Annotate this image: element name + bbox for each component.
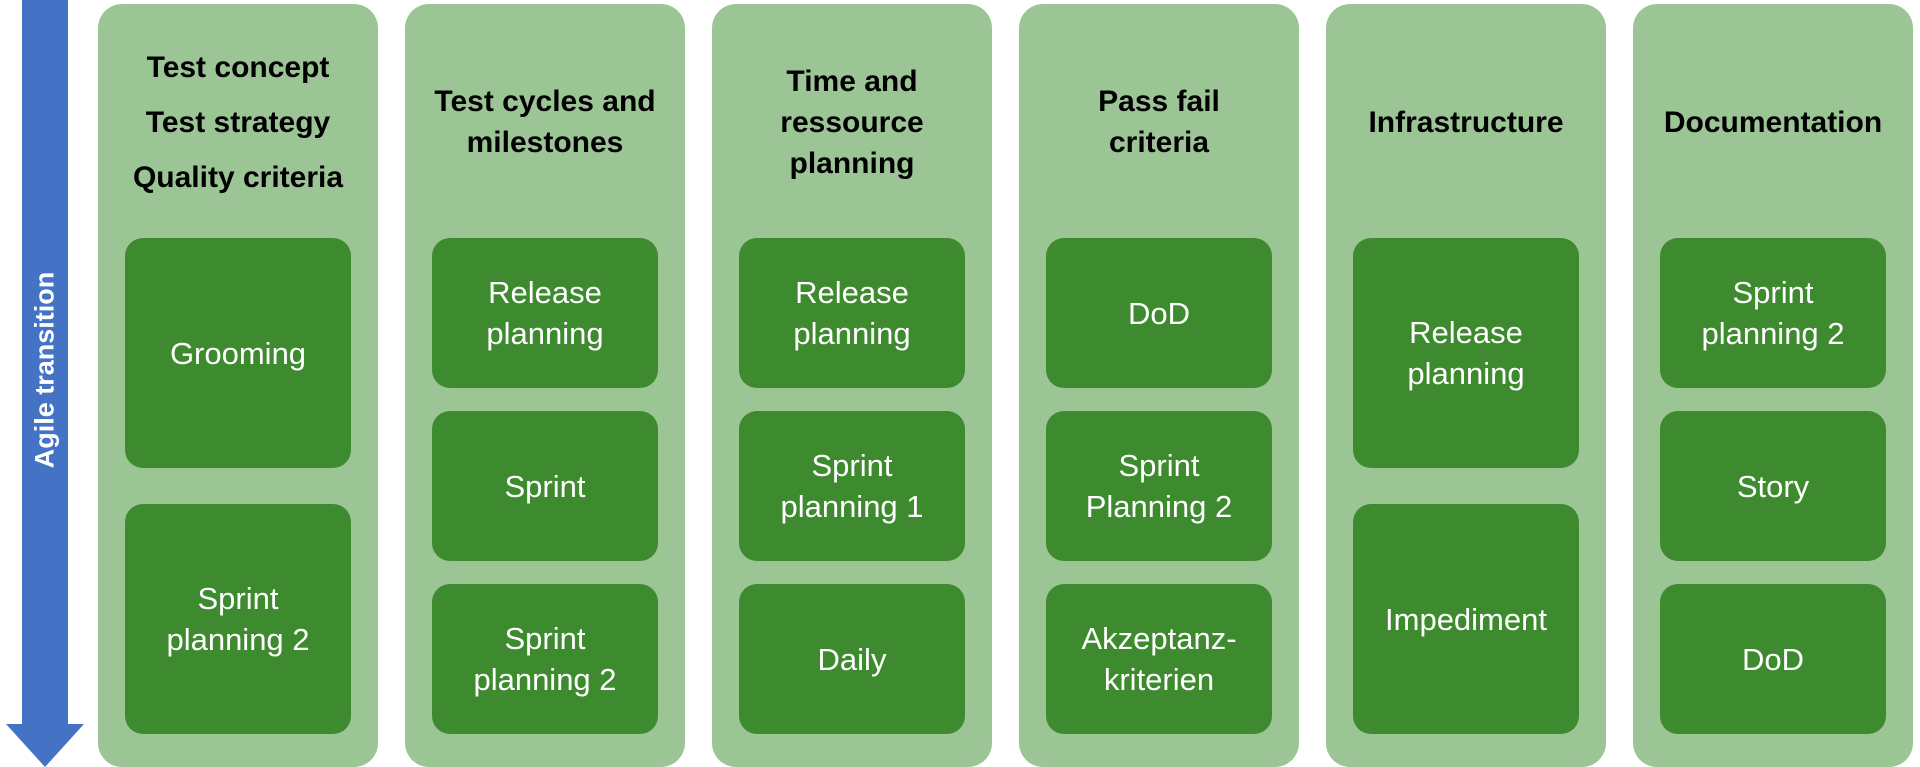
step-box: Impediment — [1353, 504, 1579, 734]
column-boxes: Release planning Sprint planning 1 Daily — [739, 232, 965, 734]
step-box: Daily — [739, 584, 965, 734]
column-title-line: Test cycles and — [434, 85, 656, 118]
column-pass-fail: Pass fail criteria DoD Sprint Planning 2… — [1019, 4, 1299, 767]
column-title: Documentation — [1633, 22, 1913, 222]
column-title: Infrastructure — [1326, 22, 1606, 222]
diagram-columns: Test concept Test strategy Quality crite… — [98, 4, 1913, 767]
step-box: Sprint — [432, 411, 658, 561]
step-box: Akzeptanz-kriterien — [1046, 584, 1272, 734]
step-box: Release planning — [739, 238, 965, 388]
column-boxes: Release planning Impediment — [1353, 232, 1579, 734]
column-title-line: Infrastructure — [1368, 105, 1564, 139]
column-boxes: Sprint planning 2 Story DoD — [1660, 232, 1886, 734]
column-boxes: DoD Sprint Planning 2 Akzeptanz-kriterie… — [1046, 232, 1272, 734]
arrow-label: Agile transition — [29, 271, 60, 469]
column-title-line: planning — [789, 146, 915, 180]
column-test-concept: Test concept Test strategy Quality crite… — [98, 4, 378, 767]
step-box: Release planning — [1353, 238, 1579, 468]
step-box: Grooming — [125, 238, 351, 468]
step-box: Sprint planning 2 — [1660, 238, 1886, 388]
step-box: Sprint planning 2 — [432, 584, 658, 734]
column-title-line: Time and — [786, 64, 918, 98]
column-title-line: Pass fail — [1098, 85, 1220, 118]
column-title: Test concept Test strategy Quality crite… — [98, 22, 378, 222]
column-title: Time and ressource planning — [712, 22, 992, 222]
column-test-cycles: Test cycles and milestones Release plann… — [405, 4, 685, 767]
column-time-resource: Time and ressource planning Release plan… — [712, 4, 992, 767]
step-box: Story — [1660, 411, 1886, 561]
column-title-line: Test strategy — [145, 105, 331, 139]
agile-transition-arrow: Agile transition — [0, 0, 90, 767]
column-boxes: Release planning Sprint Sprint planning … — [432, 232, 658, 734]
column-title: Test cycles and milestones — [405, 22, 685, 222]
column-infrastructure: Infrastructure Release planning Impedime… — [1326, 4, 1606, 767]
column-title-line: Quality criteria — [132, 160, 344, 194]
column-title: Pass fail criteria — [1019, 22, 1299, 222]
down-arrow-icon — [6, 0, 84, 767]
column-documentation: Documentation Sprint planning 2 Story Do… — [1633, 4, 1913, 767]
step-box: DoD — [1046, 238, 1272, 388]
column-title-line: Documentation — [1663, 105, 1883, 139]
column-title-line: milestones — [466, 126, 624, 159]
step-box: Sprint planning 2 — [125, 504, 351, 734]
column-title-line: Test concept — [146, 50, 330, 84]
step-box: Sprint Planning 2 — [1046, 411, 1272, 561]
column-title-line: criteria — [1108, 126, 1210, 159]
column-title-line: ressource — [780, 105, 924, 139]
column-boxes: Grooming Sprint planning 2 — [125, 232, 351, 734]
step-box: DoD — [1660, 584, 1886, 734]
step-box: Release planning — [432, 238, 658, 388]
step-box: Sprint planning 1 — [739, 411, 965, 561]
